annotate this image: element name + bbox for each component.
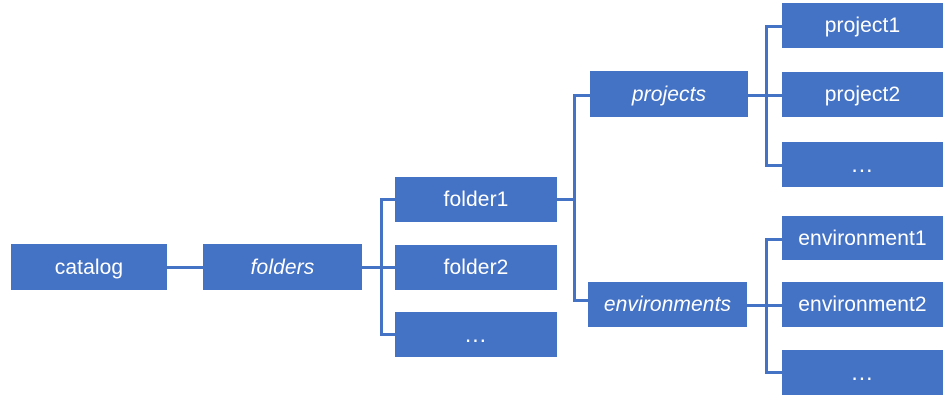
node-project2-label: project2 — [824, 83, 901, 106]
node-project-more[interactable]: ... — [782, 142, 943, 187]
node-folders[interactable]: folders — [203, 244, 362, 290]
node-folder1-label: folder1 — [443, 188, 509, 211]
node-folder-more[interactable]: ... — [395, 312, 557, 357]
connector-folder1-bracket-spine — [573, 94, 576, 302]
connector-projects-to-project1 — [765, 25, 783, 28]
connector-folder1-stem — [557, 198, 576, 201]
connector-environments-to-environment1 — [765, 238, 783, 241]
node-project-more-label: ... — [851, 151, 874, 177]
node-catalog[interactable]: catalog — [11, 244, 167, 290]
connector-catalog-folders — [167, 266, 203, 269]
connector-environments-stem — [747, 304, 768, 307]
connector-folder1-to-environments — [573, 299, 591, 302]
node-environment1-label: environment1 — [798, 226, 927, 250]
node-environment-more-label: ... — [851, 359, 874, 385]
connector-environments-to-environment2 — [765, 304, 783, 307]
connector-projects-to-project-more — [765, 164, 783, 167]
connector-projects-to-project2 — [765, 94, 783, 97]
node-folder1[interactable]: folder1 — [395, 177, 557, 222]
node-environment2-label: environment2 — [798, 293, 927, 316]
node-environments-label: environments — [603, 293, 732, 316]
node-project1-label: project1 — [824, 14, 901, 37]
node-projects[interactable]: projects — [590, 71, 748, 117]
node-folders-label: folders — [250, 255, 315, 279]
node-project1[interactable]: project1 — [782, 3, 943, 48]
node-folder2[interactable]: folder2 — [395, 245, 557, 290]
connector-folders-to-folder2 — [380, 266, 396, 269]
node-environments[interactable]: environments — [588, 282, 747, 327]
connector-projects-stem — [748, 94, 768, 97]
connector-folders-to-folder1 — [380, 198, 396, 201]
connector-folder1-to-projects — [573, 94, 591, 97]
node-project2[interactable]: project2 — [782, 72, 943, 117]
node-catalog-label: catalog — [54, 255, 124, 279]
node-folder-more-label: ... — [464, 321, 488, 347]
connector-folders-stem — [362, 266, 383, 269]
node-projects-label: projects — [631, 82, 707, 106]
connector-folders-to-folder-more — [380, 333, 396, 336]
connector-environments-to-environment-more — [765, 371, 783, 374]
node-environment1[interactable]: environment1 — [782, 216, 943, 260]
node-folder2-label: folder2 — [443, 256, 509, 279]
node-environment-more[interactable]: ... — [782, 350, 943, 395]
node-environment2[interactable]: environment2 — [782, 282, 943, 327]
